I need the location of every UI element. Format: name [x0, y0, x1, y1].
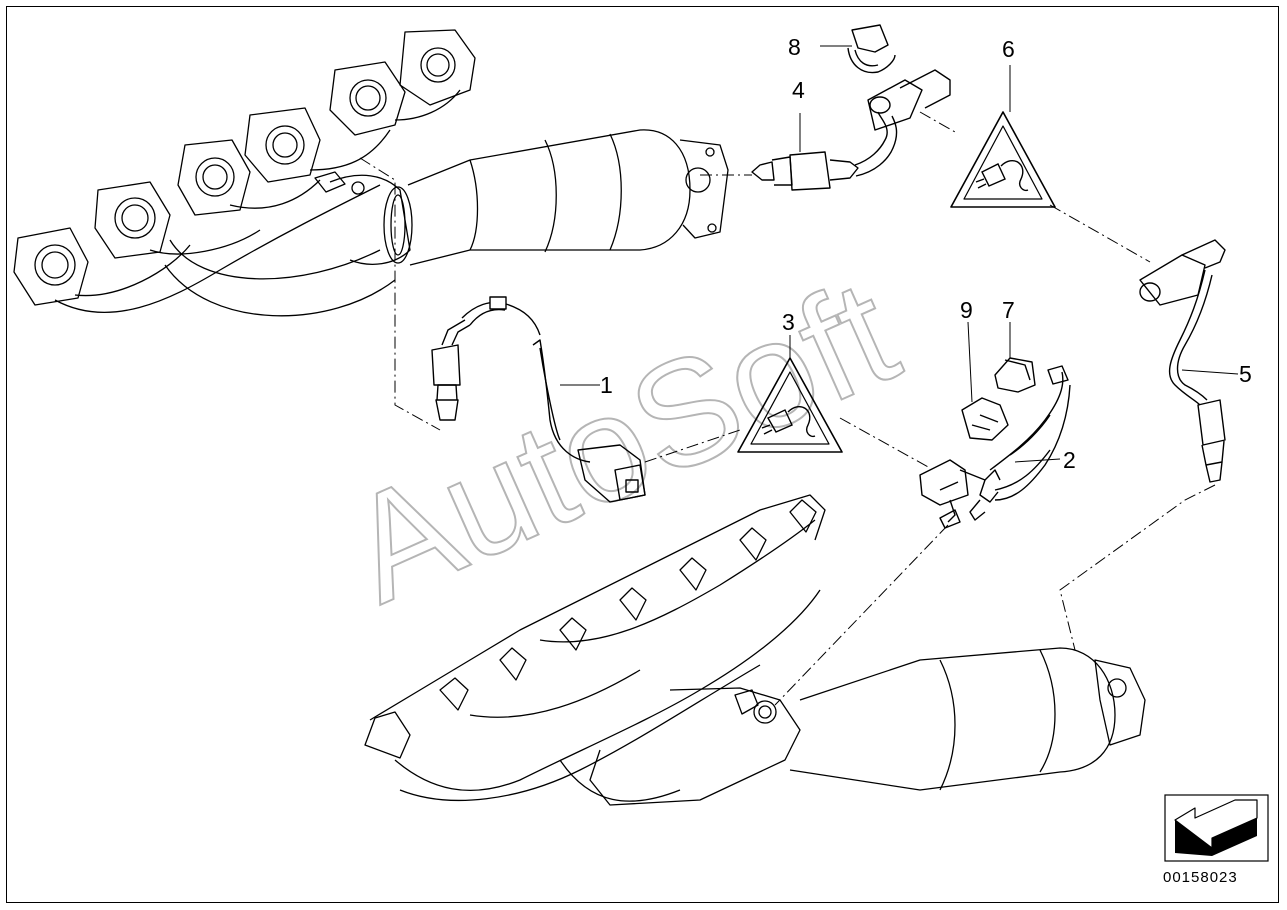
callout-leader-lines: [560, 45, 1239, 463]
assembly-reference-lines: [359, 111, 1216, 706]
lower-exhaust-manifold: [364, 494, 1146, 806]
oxygen-sensor-5: [1139, 239, 1226, 483]
clip-part-8: [847, 24, 896, 74]
callout-number-3: 3: [782, 309, 795, 335]
watermark-text: AutoSoft: [325, 247, 919, 635]
callout-number-4: 4: [792, 77, 805, 103]
warning-triangle-6: [950, 111, 1056, 208]
callout-number-5: 5: [1239, 361, 1252, 387]
callout-number-2: 2: [1063, 447, 1076, 473]
document-id: 00158023: [1163, 869, 1238, 886]
oxygen-sensor-1: [431, 296, 646, 503]
callout-number-7: 7: [1002, 297, 1015, 323]
diagram-frame: [6, 6, 1279, 903]
plug-connector-icon: [975, 160, 1029, 192]
callout-number-1: 1: [600, 372, 613, 398]
callout-number-8: 8: [788, 34, 801, 60]
upper-exhaust-manifold: [13, 29, 729, 317]
warning-triangle-3: [737, 357, 843, 453]
callout-number-9: 9: [960, 297, 973, 323]
oxygen-sensor-2: [919, 365, 1071, 529]
callout-number-6: 6: [1002, 36, 1015, 62]
oxygen-sensor-4: [751, 69, 951, 191]
plug-connector-icon: [761, 406, 816, 438]
clip-part-9: [961, 397, 1009, 441]
direction-arrow-icon: [1164, 794, 1269, 862]
clip-part-7: [994, 357, 1036, 393]
